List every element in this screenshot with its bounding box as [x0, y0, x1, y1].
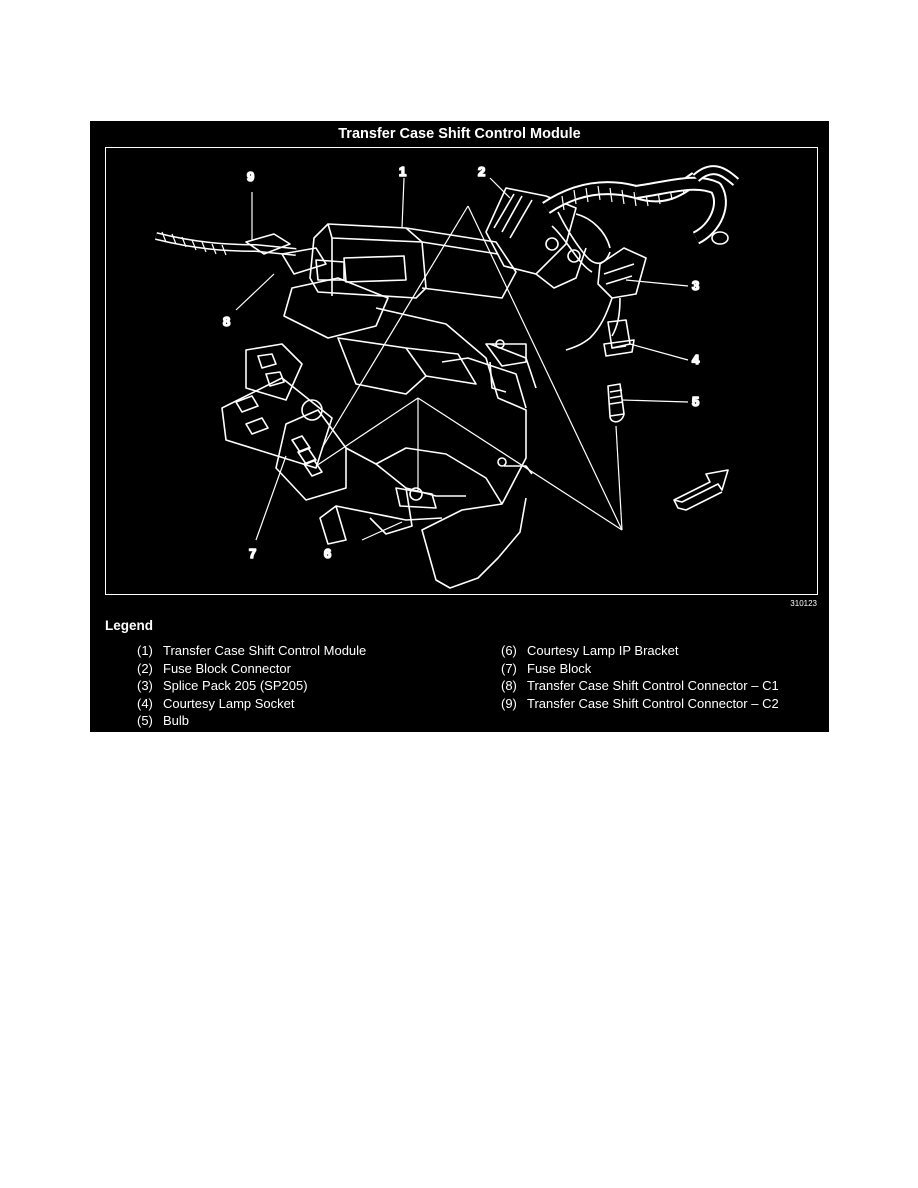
- legend-item-number: (8): [501, 678, 517, 693]
- legend-item-label: Fuse Block: [527, 660, 592, 676]
- left-harness: [155, 231, 345, 281]
- legend-item: (7) Fuse Block: [501, 661, 779, 679]
- main-harness: [542, 165, 740, 273]
- legend-item-label: Courtesy Lamp IP Bracket: [527, 643, 679, 658]
- legend-item: (1) Transfer Case Shift Control Module: [137, 643, 366, 661]
- component-illustration: 1 2 3 4 5 6 7 8 9: [155, 163, 740, 589]
- diagram-figure: Transfer Case Shift Control Module: [90, 121, 829, 732]
- drawing-frame: 1 2 3 4 5 6 7 8 9: [105, 147, 818, 595]
- courtesy-lamp-socket: [603, 319, 635, 357]
- diagram-title: Transfer Case Shift Control Module: [338, 126, 581, 142]
- legend-item: (4) Courtesy Lamp Socket: [137, 696, 366, 714]
- callout-5: 5: [692, 394, 699, 409]
- callout-1: 1: [399, 164, 406, 179]
- callout-6: 6: [324, 546, 331, 561]
- legend-heading: Legend: [105, 618, 154, 633]
- carrier-structure: [221, 277, 537, 589]
- legend-item-label: Bulb: [163, 713, 190, 728]
- legend-item-label: Transfer Case Shift Control Connector – …: [527, 678, 779, 693]
- legend-item: (3) Splice Pack 205 (SP205): [137, 678, 366, 696]
- legend-item: (2) Fuse Block Connector: [137, 661, 366, 679]
- callout-2: 2: [478, 164, 485, 179]
- legend-item: (5) Bulb: [137, 713, 366, 731]
- legend-item-number: (3): [137, 678, 153, 693]
- callout-3: 3: [692, 278, 699, 293]
- legend-item-label: Fuse Block Connector: [163, 660, 291, 676]
- legend-item-number: (2): [137, 660, 153, 676]
- legend-item: (6) Courtesy Lamp IP Bracket: [501, 643, 779, 661]
- legend-item-number: (7): [501, 660, 517, 676]
- leader-lines: [235, 177, 689, 541]
- legend-item-label: Transfer Case Shift Control Connector – …: [527, 695, 779, 711]
- figure-number: 310123: [790, 599, 817, 608]
- legend-item-number: (9): [501, 695, 517, 711]
- bulb: [607, 383, 625, 423]
- legend-column-right: (6) Courtesy Lamp IP Bracket (7) Fuse Bloc…: [501, 643, 779, 713]
- callout-8: 8: [223, 314, 230, 329]
- splice-pack: [565, 247, 647, 351]
- legend-item-label: Splice Pack 205 (SP205): [163, 678, 308, 693]
- legend-item: (9) Transfer Case Shift Control Connector…: [501, 696, 779, 714]
- legend-item: (8) Transfer Case Shift Control Connector…: [501, 678, 779, 696]
- fuse-block-connector: [485, 187, 587, 289]
- legend-item-number: (1): [137, 643, 153, 658]
- callout-7: 7: [249, 546, 256, 561]
- callout-4: 4: [692, 352, 700, 367]
- legend-item-number: (4): [137, 695, 153, 711]
- shift-control-module: [309, 223, 517, 299]
- legend-item-label: Transfer Case Shift Control Module: [163, 643, 367, 658]
- callout-9: 9: [247, 169, 254, 184]
- legend-item-number: (5): [137, 713, 153, 728]
- legend-item-label: Courtesy Lamp Socket: [163, 695, 295, 711]
- legend-item-number: (6): [501, 643, 517, 658]
- legend-column-left: (1) Transfer Case Shift Control Module (2…: [137, 643, 366, 731]
- direction-arrow-icon: [673, 469, 729, 511]
